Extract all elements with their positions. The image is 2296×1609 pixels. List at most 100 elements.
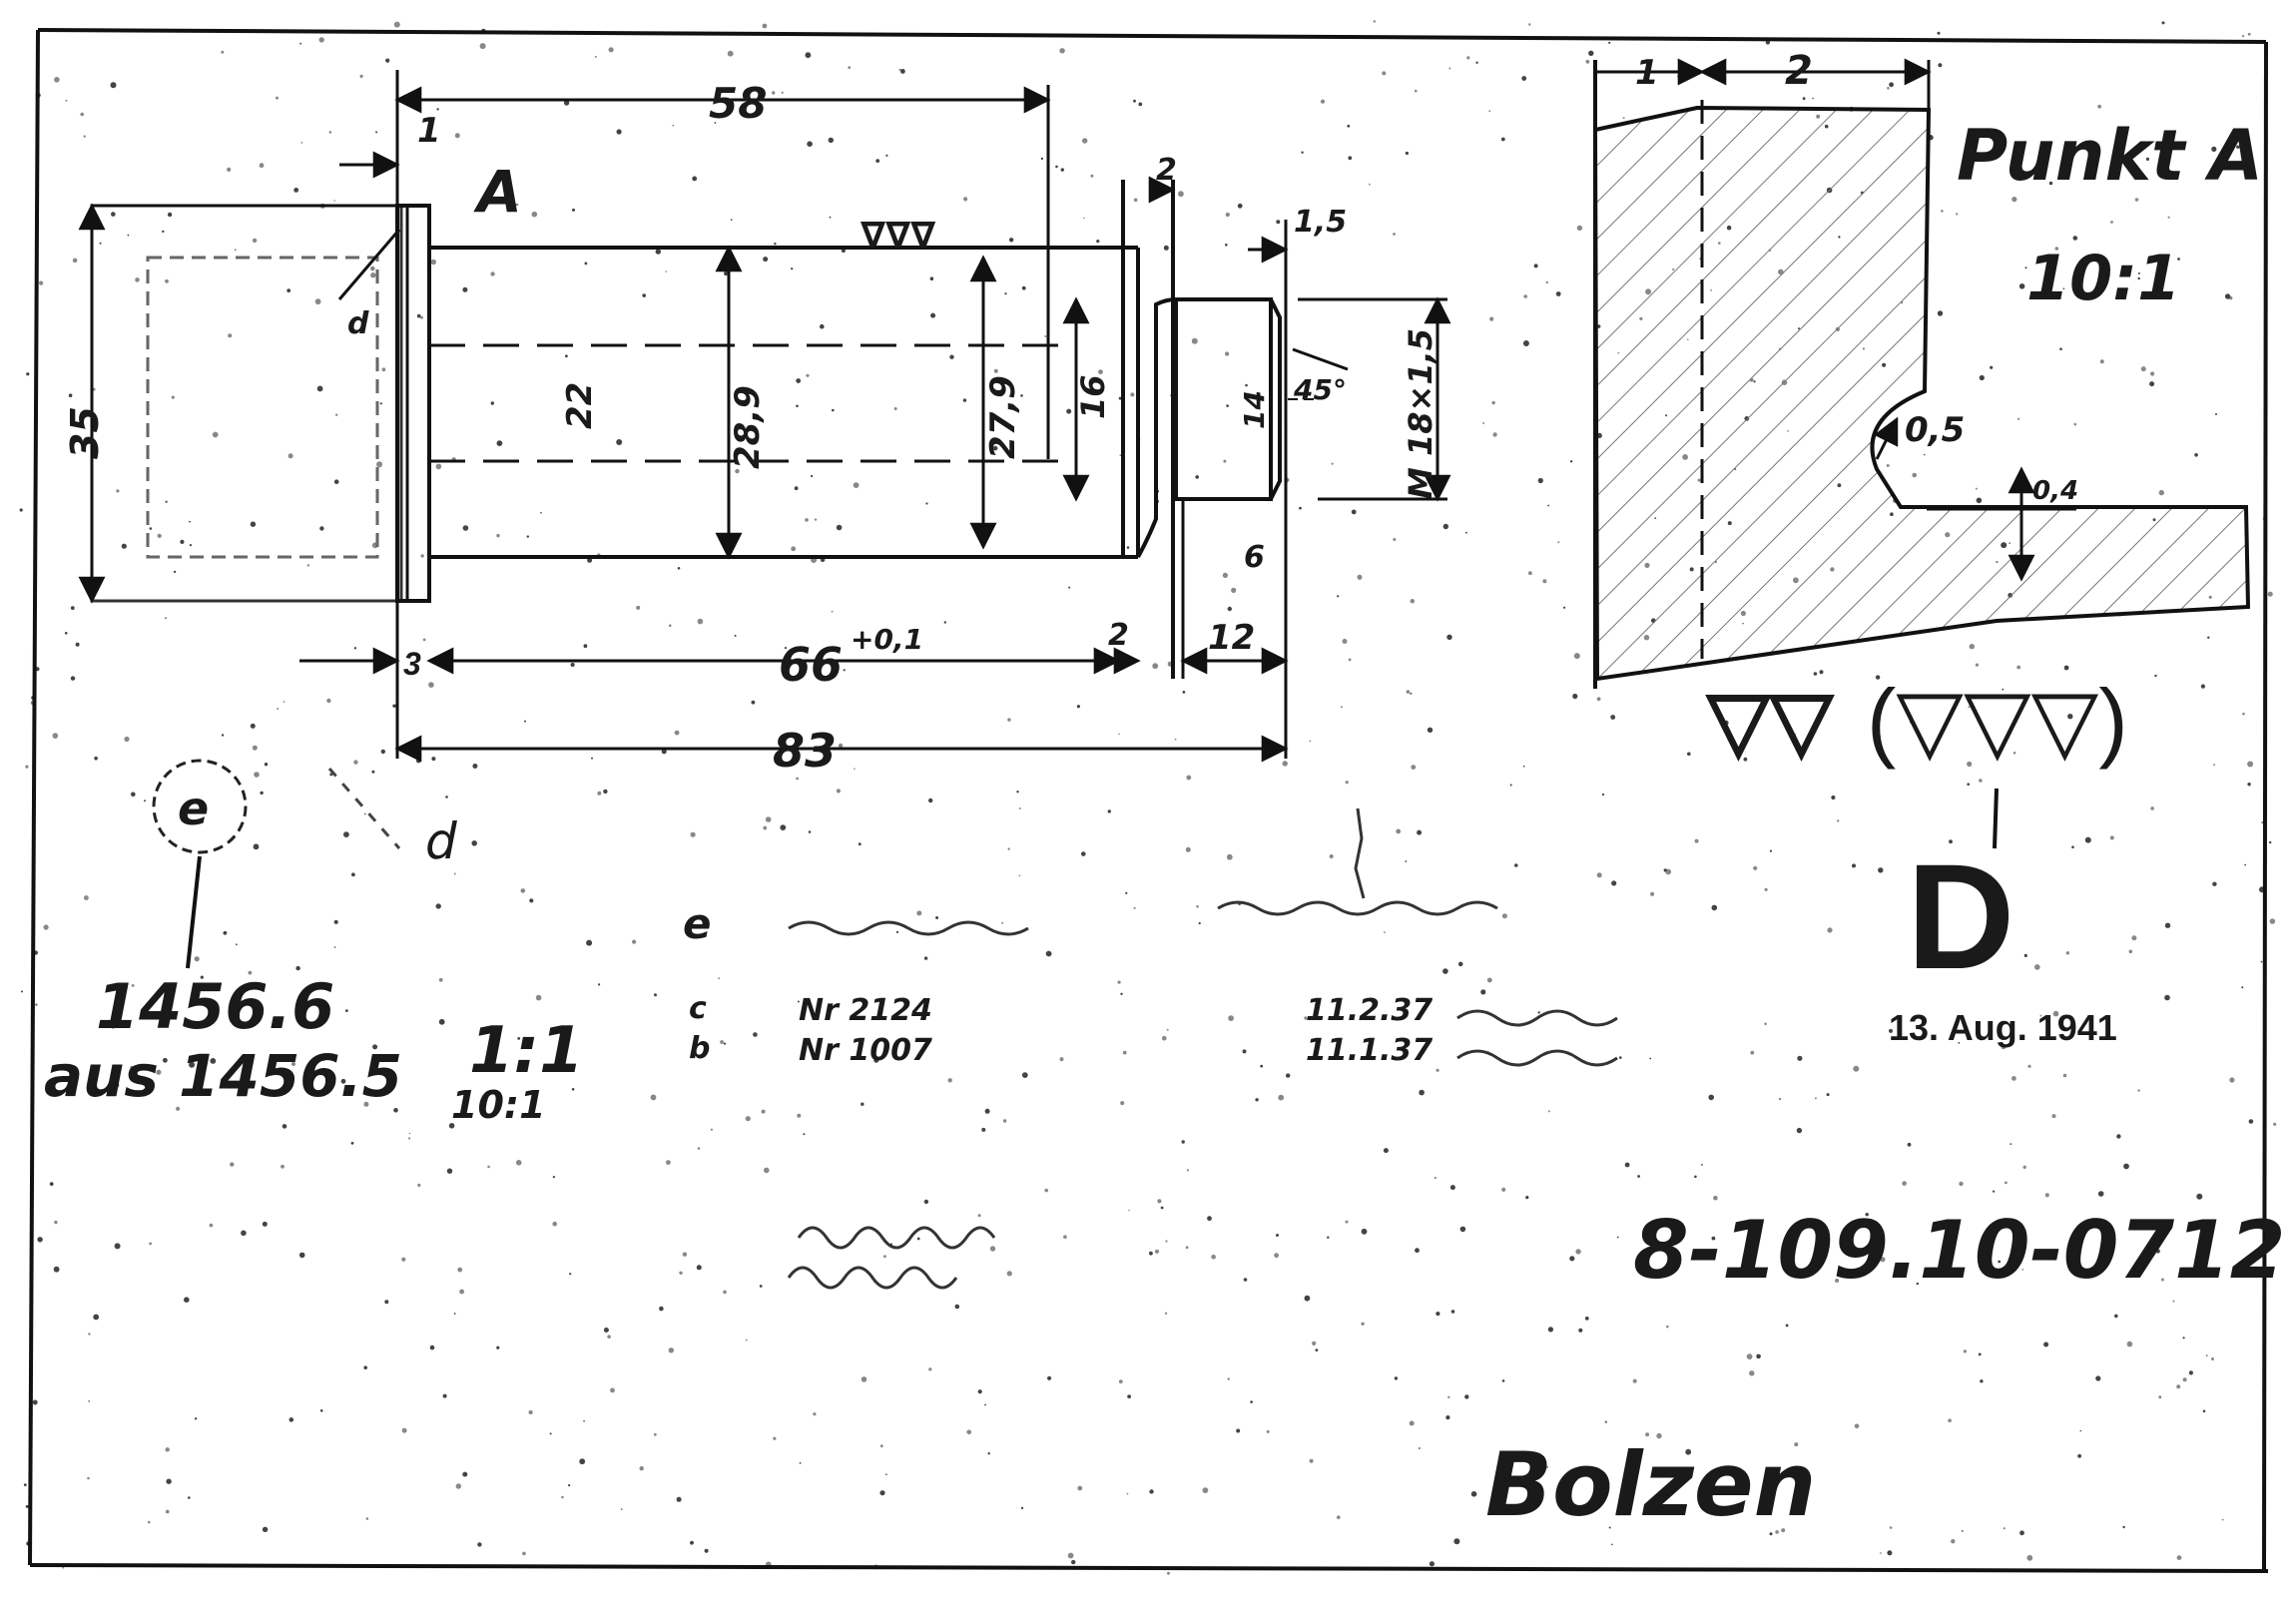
noise-speck [552, 1221, 557, 1227]
noise-speck [2105, 1035, 2111, 1040]
noise-speck [2073, 422, 2077, 426]
noise-speck [730, 219, 733, 222]
noise-speck [2164, 922, 2171, 928]
noise-speck [1616, 1236, 1619, 1239]
noise-speck [1687, 752, 1691, 757]
noise-speck [1309, 740, 1312, 743]
noise-speck [977, 1214, 981, 1218]
noise-speck [1243, 1278, 1248, 1282]
noise-speck [1445, 1415, 1450, 1420]
noise-speck [1967, 783, 1970, 786]
noise-speck [1186, 775, 1192, 781]
noise-speck [363, 1365, 368, 1369]
noise-speck [2018, 283, 2025, 289]
noise-speck [1007, 847, 1010, 850]
noise-speck [234, 249, 237, 252]
noise-speck [570, 662, 575, 668]
noise-speck [1282, 761, 1288, 767]
noise-speck [1880, 1257, 1886, 1263]
noise-speck [457, 1267, 463, 1273]
noise-speck [1008, 238, 1014, 243]
noise-speck [1542, 579, 1547, 584]
noise-speck [1107, 809, 1112, 813]
noise-speck [2091, 169, 2095, 173]
noise-speck [1645, 1432, 1650, 1437]
noise-speck [43, 924, 49, 930]
noise-speck [1082, 138, 1088, 144]
noise-speck [1225, 351, 1230, 356]
noise-speck [1521, 76, 1527, 81]
noise-speck [2065, 951, 2070, 955]
noise-speck [1685, 1448, 1692, 1455]
noise-speck [598, 983, 601, 986]
noise-speck [814, 518, 818, 521]
noise-speck [212, 431, 219, 438]
noise-speck [1537, 477, 1543, 484]
noise-speck [2244, 863, 2247, 866]
surface-finish: ▽▽ (▽▽▽) [1705, 671, 2128, 770]
noise-speck [1286, 1073, 1291, 1078]
dim-83: 83 [773, 724, 837, 778]
noise-speck [380, 749, 385, 755]
noise-speck [316, 385, 323, 392]
noise-speck [93, 1314, 100, 1321]
noise-speck [363, 1101, 369, 1107]
noise-speck [2158, 489, 2164, 496]
noise-speck [2054, 247, 2059, 251]
noise-speck [1045, 950, 1052, 957]
detail-title: Punkt A [1957, 115, 2263, 197]
signature-strokes [787, 807, 1618, 1290]
noise-speck [2137, 276, 2140, 280]
noise-speck [993, 368, 998, 373]
noise-speck [173, 570, 177, 574]
noise-speck [2105, 1232, 2110, 1236]
ref-c-text: Nr 2124 [799, 993, 932, 1028]
noise-speck [1865, 1213, 1869, 1217]
noise-speck [1396, 828, 1402, 834]
noise-speck [875, 159, 880, 164]
noise-speck [1410, 599, 1416, 604]
noise-speck [1329, 854, 1334, 858]
noise-speck [1522, 765, 1525, 768]
noise-speck [672, 124, 675, 127]
noise-speck [1018, 874, 1021, 876]
noise-speck [1793, 733, 1796, 737]
noise-speck [763, 257, 769, 263]
noise-speck [1127, 1394, 1131, 1398]
noise-speck [370, 266, 375, 271]
noise-speck [2052, 1010, 2059, 1017]
noise-speck [607, 1335, 611, 1339]
noise-speck [781, 91, 784, 94]
dim-16: 16 [1074, 374, 1112, 419]
noise-speck [2207, 636, 2210, 639]
noise-speck [1958, 1041, 1961, 1044]
noise-speck [1537, 1011, 1540, 1014]
noise-speck [1226, 853, 1233, 860]
noise-speck [1572, 693, 1578, 700]
noise-speck [797, 1000, 800, 1003]
noise-speck [1522, 340, 1529, 346]
noise-speck [454, 133, 460, 139]
noise-speck [594, 55, 597, 58]
noise-speck [900, 69, 905, 74]
noise-speck [1348, 658, 1352, 662]
noise-speck [287, 453, 293, 459]
noise-speck [1980, 1379, 1984, 1383]
noise-speck [496, 1345, 500, 1349]
noise-speck [1040, 157, 1044, 161]
noise-speck [2023, 953, 2027, 958]
noise-speck [49, 1182, 54, 1186]
noise-speck [928, 1367, 932, 1371]
noise-speck [416, 313, 421, 318]
noise-speck [2269, 840, 2272, 844]
noise-speck [1304, 1295, 1311, 1302]
noise-speck [820, 323, 825, 329]
noise-speck [515, 203, 519, 207]
noise-speck [2161, 21, 2165, 25]
noise-speck [975, 276, 978, 278]
noise-speck [254, 772, 260, 778]
noise-speck [1608, 41, 1611, 44]
noise-speck [318, 37, 324, 43]
noise-speck [319, 526, 324, 531]
noise-speck [2247, 783, 2251, 787]
